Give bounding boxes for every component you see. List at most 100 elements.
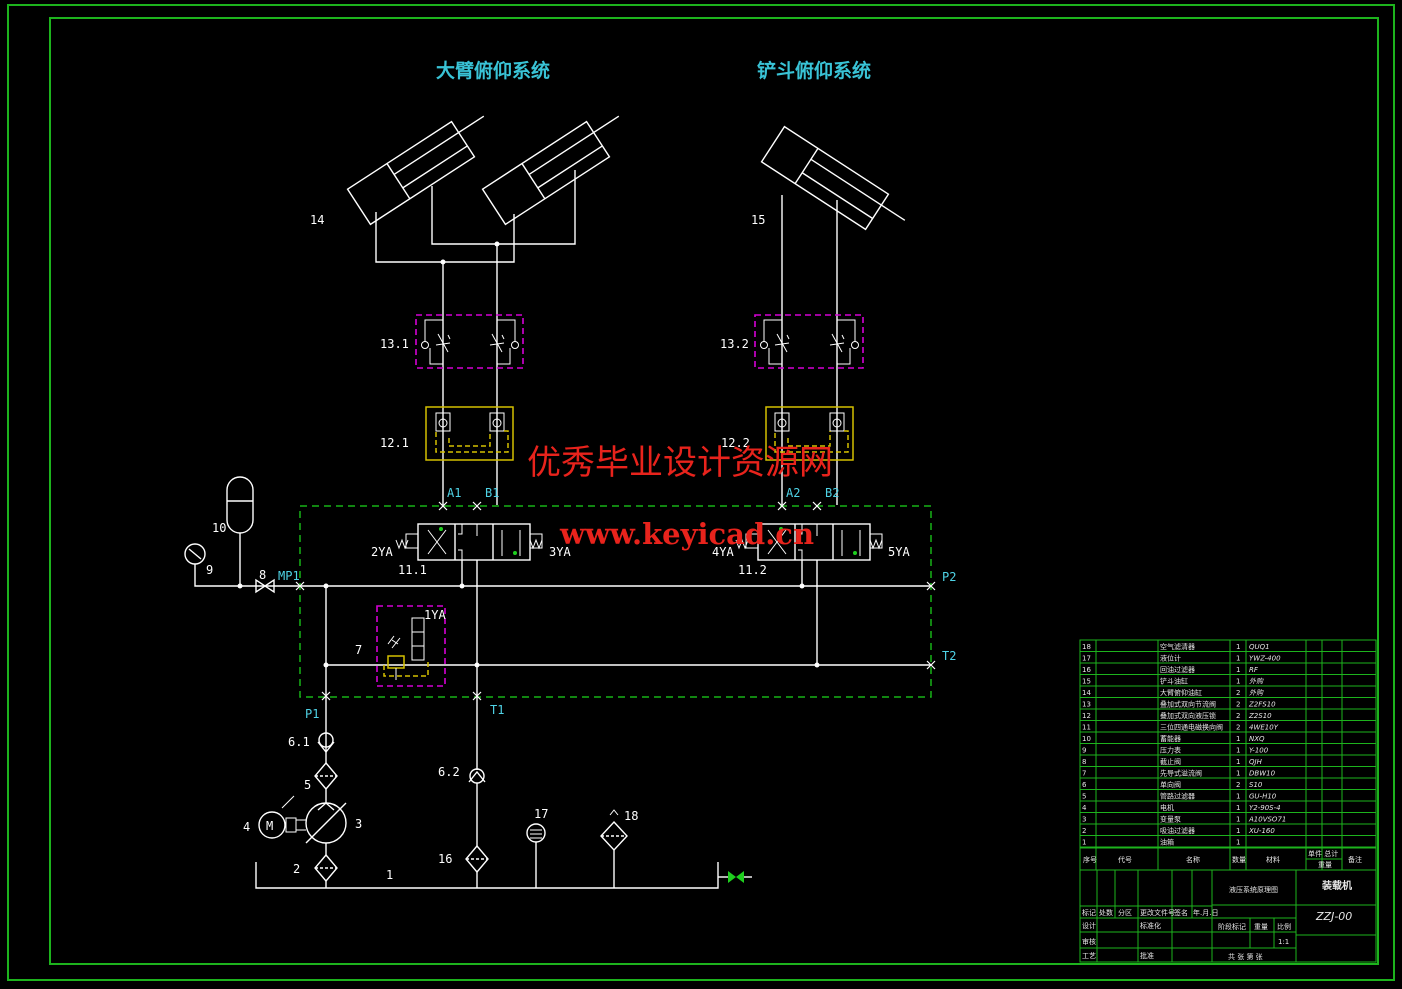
label-7: 7 xyxy=(355,643,362,657)
air-filter-18 xyxy=(600,809,628,888)
outer-frame xyxy=(7,4,1395,981)
shutoff-valve-8 xyxy=(255,578,275,594)
parts-row-qty: 1 xyxy=(1236,827,1240,835)
port-A1: A1 xyxy=(447,486,461,500)
parts-row-name: 叠加式双向液压锁 xyxy=(1160,711,1216,720)
parts-row-no: 16 xyxy=(1082,666,1091,674)
parts-row-no: 5 xyxy=(1082,793,1086,801)
parts-row-name: 大臂俯仰油缸 xyxy=(1160,688,1202,697)
parts-row-name: 先导式溢流阀 xyxy=(1160,769,1202,778)
parts-row-no: 11 xyxy=(1082,724,1091,732)
parts-row-qty: 1 xyxy=(1236,643,1240,651)
solenoid-2YA: 2YA xyxy=(371,545,393,559)
label-16: 16 xyxy=(438,852,452,866)
tb-stage-mark: 阶段标记 xyxy=(1218,922,1246,931)
parts-row-spec: NXQ xyxy=(1249,735,1265,743)
parts-row-no: 12 xyxy=(1082,712,1091,720)
label-6-2: 6.2 xyxy=(438,765,460,779)
label-12-2: 12.2 xyxy=(721,436,750,450)
label-18: 18 xyxy=(624,809,638,823)
oil-tank-1 xyxy=(255,862,752,889)
title-boom-system: 大臂俯仰系统 xyxy=(436,59,550,82)
tb-design: 设计 xyxy=(1082,921,1096,930)
watermark-title: 优秀毕业设计资源网 xyxy=(527,443,833,483)
inner-frame xyxy=(49,17,1379,965)
port-B1: B1 xyxy=(485,486,499,500)
label-1: 1 xyxy=(386,868,393,882)
parts-row-name: 液位计 xyxy=(1160,654,1181,663)
parts-row-no: 3 xyxy=(1082,816,1086,824)
parts-row-no: 6 xyxy=(1082,781,1087,789)
parts-row-qty: 2 xyxy=(1236,712,1240,720)
directional-valve-11-1 xyxy=(395,523,543,561)
parts-row-name: 截止阀 xyxy=(1160,757,1181,766)
parts-row-qty: 2 xyxy=(1236,724,1240,732)
port-T1: T1 xyxy=(490,703,504,717)
header-name: 名称 xyxy=(1186,855,1200,864)
parts-row-name: 电机 xyxy=(1160,803,1174,812)
parts-row-spec: 4WE10Y xyxy=(1249,724,1279,732)
parts-row-no: 13 xyxy=(1082,701,1091,709)
label-13-1: 13.1 xyxy=(380,337,409,351)
parts-row-name: 叠加式双向节流阀 xyxy=(1160,700,1216,709)
parts-row-spec: GU-H10 xyxy=(1249,793,1277,801)
suction-filter-2 xyxy=(314,853,338,888)
throttle-valve-13-1 xyxy=(415,314,524,369)
parts-row-name: 吸油过滤器 xyxy=(1160,826,1195,835)
header-remark: 备注 xyxy=(1348,855,1362,864)
level-gauge-17 xyxy=(526,823,546,888)
throttle-valve-13-2 xyxy=(754,314,864,369)
parts-row-no: 9 xyxy=(1082,747,1086,755)
parts-row-qty: 2 xyxy=(1236,701,1240,709)
parts-row-qty: 2 xyxy=(1236,781,1240,789)
parts-row-spec: Y2-90S-4 xyxy=(1249,804,1281,812)
parts-row-qty: 1 xyxy=(1236,678,1240,686)
parts-row-no: 2 xyxy=(1082,827,1086,835)
parts-row-name: 铲斗油缸 xyxy=(1160,677,1188,686)
pressure-filter-5 xyxy=(314,755,338,803)
tb-change-doc: 更改文件号 xyxy=(1140,908,1175,917)
header-weight-sub: 重量 xyxy=(1318,861,1332,869)
tb-standard: 标准化 xyxy=(1140,921,1161,930)
tb-date: 年.月.日 xyxy=(1193,908,1218,917)
parts-row-spec: DBW10 xyxy=(1249,770,1276,778)
port-B2: B2 xyxy=(825,486,839,500)
tb-ratio: 1:1 xyxy=(1278,938,1289,946)
tb-sheet: 共 张 第 张 xyxy=(1228,952,1263,961)
label-12-1: 12.1 xyxy=(380,436,409,450)
header-weight: 单件 总计 xyxy=(1308,849,1338,858)
parts-row-name: 变量泵 xyxy=(1160,815,1181,824)
motor-symbol: M xyxy=(266,819,273,833)
watermark-url: www.keyicad.cn xyxy=(559,517,814,551)
parts-row-spec: Z2FS10 xyxy=(1248,701,1276,709)
parts-row-qty: 1 xyxy=(1236,839,1240,847)
accumulator-10 xyxy=(226,476,254,586)
tb-sign: 签名 xyxy=(1174,908,1188,917)
parts-row-qty: 1 xyxy=(1236,655,1240,663)
check-valve-6-1 xyxy=(317,732,335,754)
working-lines xyxy=(440,195,838,505)
port-P2: P2 xyxy=(942,570,956,584)
port-A2: A2 xyxy=(786,486,800,500)
parts-row-spec: 外购 xyxy=(1249,689,1264,697)
tb-zone: 分区 xyxy=(1118,908,1132,917)
label-2: 2 xyxy=(293,862,300,876)
parts-row-spec: QUQ1 xyxy=(1249,643,1270,651)
parts-row-no: 4 xyxy=(1082,804,1087,812)
label-4: 4 xyxy=(243,820,250,834)
tb-code: ZZJ-00 xyxy=(1315,910,1352,923)
parts-row-qty: 1 xyxy=(1236,816,1240,824)
parts-row-name: 三位四通电磁换向阀 xyxy=(1160,723,1223,732)
label-10: 10 xyxy=(212,521,226,535)
label-8: 8 xyxy=(259,568,266,582)
parts-row-qty: 1 xyxy=(1236,735,1240,743)
tb-approve: 批准 xyxy=(1140,951,1154,960)
parts-row-spec: Z2S10 xyxy=(1248,712,1272,720)
solenoid-1YA: 1YA xyxy=(424,608,446,622)
parts-row-qty: 1 xyxy=(1236,804,1240,812)
parts-list-header: 序号 代号 名称 数量 材料 单件 总计 重量 备注 xyxy=(1080,640,1376,871)
parts-row-spec: XU-160 xyxy=(1248,827,1275,835)
solenoid-3YA: 3YA xyxy=(549,545,571,559)
relief-valve-7 xyxy=(376,605,446,687)
